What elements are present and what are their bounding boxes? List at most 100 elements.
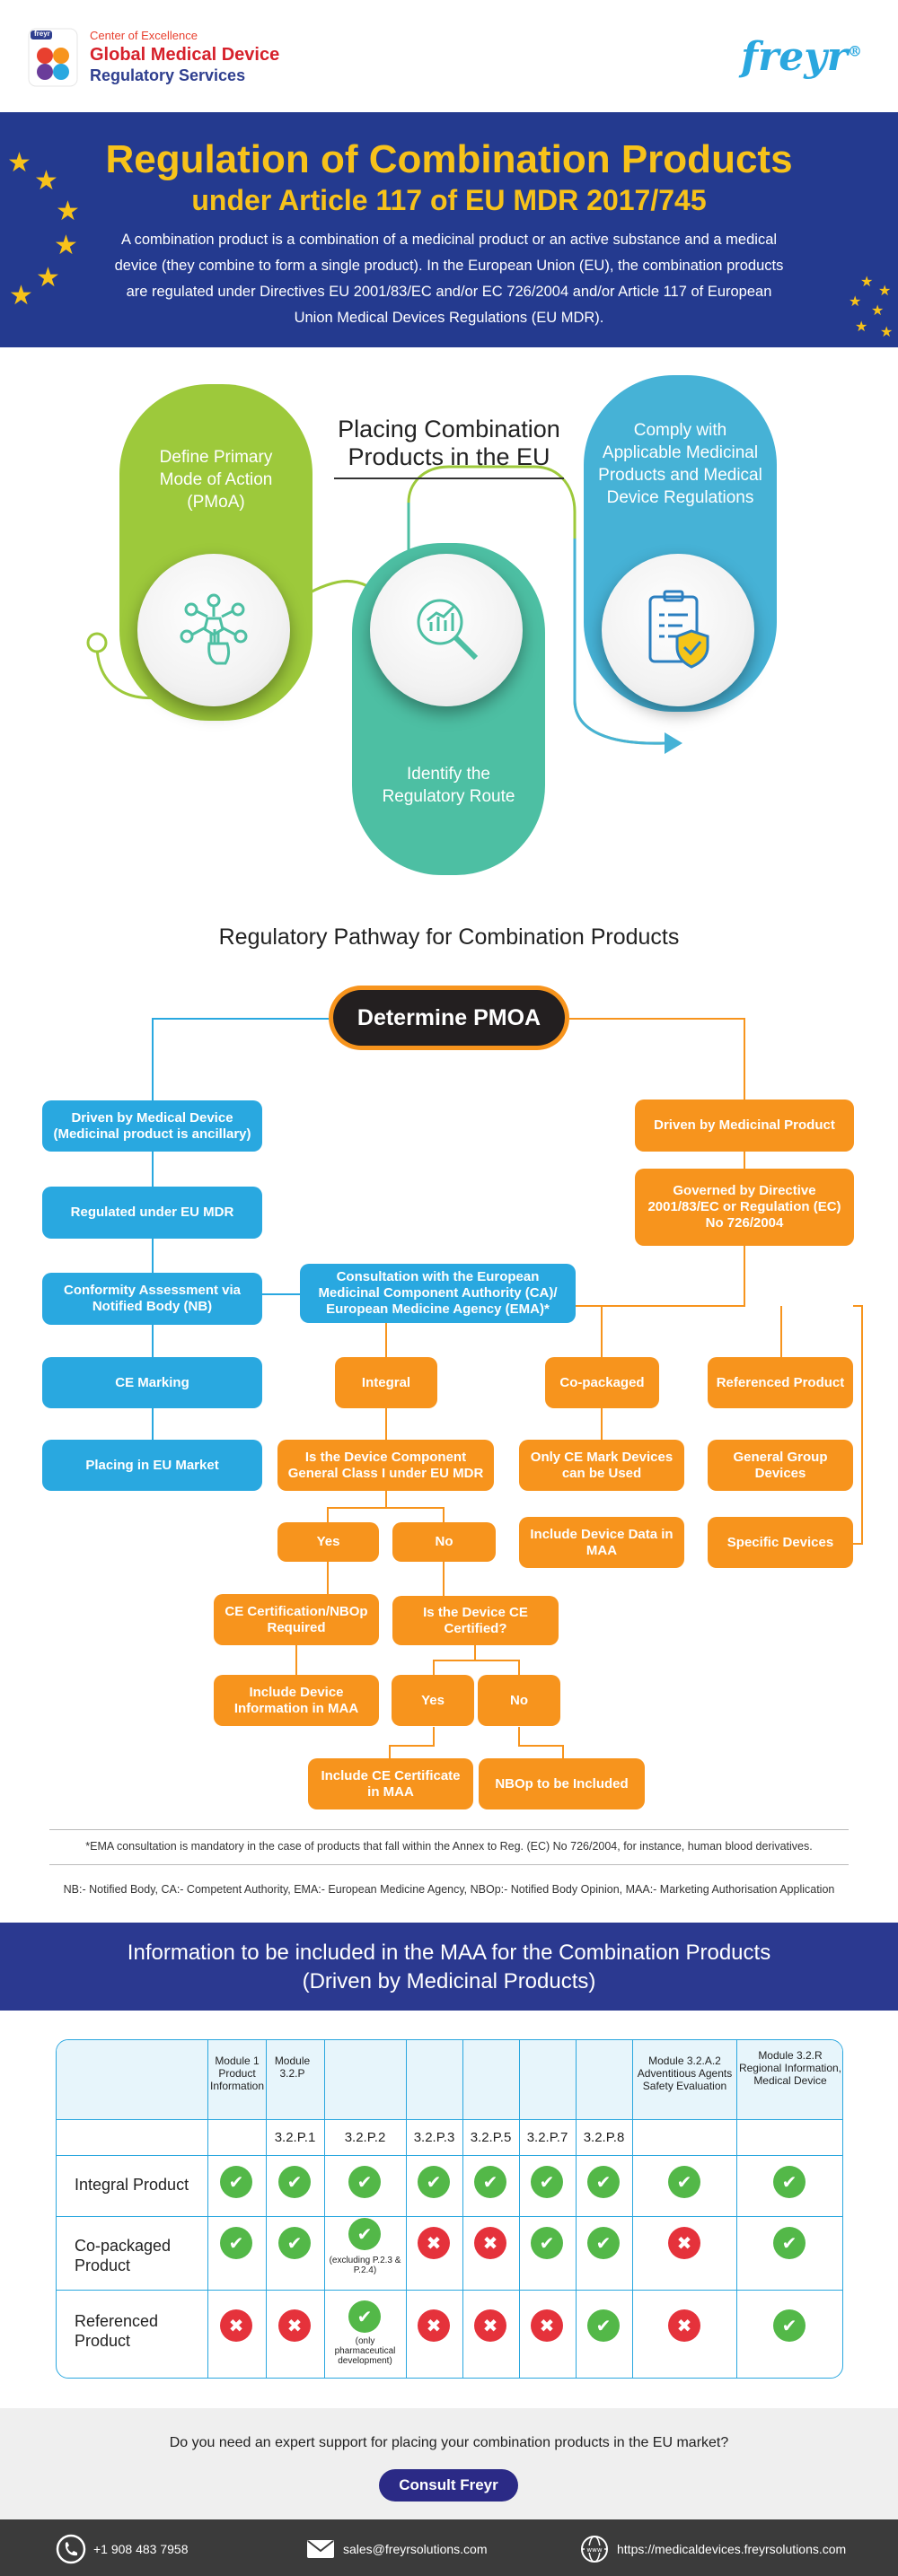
no-box-2: No: [478, 1675, 560, 1726]
check-icon: ✔: [587, 2166, 620, 2198]
check-icon: ✔: [587, 2227, 620, 2259]
eu-star-icon: ★: [36, 263, 60, 293]
gmd-label: Global Medical Device: [90, 45, 280, 65]
check-icon: ✔: [773, 2309, 806, 2342]
ce-certification-box: CE Certification/NBOp Required: [214, 1594, 379, 1645]
include-ce-certificate-box: Include CE Certificate in MAA: [308, 1758, 473, 1809]
coe-logo-badge: [28, 28, 78, 87]
cta-section: Do you need an expert support for placin…: [0, 2408, 898, 2519]
yes-box-2: Yes: [392, 1675, 474, 1726]
ce-certified-question-box: Is the Device CE Certified?: [392, 1596, 559, 1645]
phone-icon: [56, 2534, 86, 2564]
general-group-devices-box: General Group Devices: [708, 1440, 853, 1491]
check-icon: ✔: [531, 2227, 563, 2259]
sub-3-2-p-5: 3.2.P.5: [470, 2130, 512, 2145]
sub-3-2-p-1: 3.2.P.1: [274, 2130, 316, 2145]
eu-star-icon: ★: [855, 320, 868, 335]
header-module-32a2: Module 3.2.A.2 Adventitious Agents Safet…: [637, 2055, 733, 2092]
row-divider: [57, 2119, 842, 2120]
cta-question: Do you need an expert support for placin…: [169, 2435, 729, 2450]
banner-title-line1: Regulation of Combination Products: [105, 137, 793, 181]
email-icon: [305, 2536, 336, 2563]
check-icon: ✔: [418, 2166, 450, 2198]
check-icon: ✔: [348, 2218, 381, 2250]
check-icon: ✔: [278, 2166, 311, 2198]
no-box: No: [392, 1522, 496, 1562]
placing-title-underline: [334, 478, 564, 479]
nbop-included-box: NBOp to be Included: [479, 1758, 645, 1809]
sub-3-2-p-8: 3.2.P.8: [583, 2130, 625, 2145]
column-divider: [736, 2040, 737, 2378]
check-icon: ✔: [668, 2166, 700, 2198]
driven-by-device-box: Driven by Medical Device (Medicinal prod…: [42, 1100, 262, 1152]
check-icon: ✔: [220, 2166, 252, 2198]
cross-icon: ✖: [474, 2309, 506, 2342]
website-contact[interactable]: www https://medicaldevices.freyrsolution…: [579, 2536, 846, 2563]
cross-icon: ✖: [418, 2309, 450, 2342]
hero-banner: ★ ★ ★ ★ ★ ★ ★ ★ ★ ★ ★ ★ Regulation of Co…: [0, 112, 898, 347]
include-device-info-box: Include Device Information in MAA: [214, 1675, 379, 1726]
governed-by-directive-box: Governed by Directive 2001/83/EC or Regu…: [635, 1169, 854, 1246]
determine-pmoa-node: Determine PMOA: [329, 986, 569, 1050]
check-icon: ✔: [348, 2166, 381, 2198]
check-icon: ✔: [278, 2227, 311, 2259]
check-icon: ✔: [587, 2309, 620, 2342]
include-device-data-box: Include Device Data in MAA: [519, 1517, 684, 1568]
maa-table: Module 1 Product Information Module 3.2.…: [56, 2039, 843, 2379]
row-label-integral: Integral Product: [75, 2176, 189, 2194]
eu-star-icon: ★: [7, 148, 31, 178]
divider: [49, 1864, 849, 1865]
check-icon: ✔: [474, 2166, 506, 2198]
check-icon: ✔: [531, 2166, 563, 2198]
column-divider: [324, 2040, 325, 2378]
consultation-box: Consultation with the European Medicinal…: [300, 1264, 576, 1323]
column-divider: [632, 2040, 633, 2378]
pathway-title: Regulatory Pathway for Combination Produ…: [218, 924, 680, 950]
sub-3-2-p-3: 3.2.P.3: [413, 2130, 455, 2145]
eu-star-icon: ★: [54, 231, 78, 260]
sub-3-2-p-2: 3.2.P.2: [344, 2130, 386, 2145]
eu-star-icon: ★: [9, 281, 33, 311]
abbreviations-note: NB:- Notified Body, CA:- Competent Autho…: [63, 1883, 835, 1896]
regulated-mdr-box: Regulated under EU MDR: [42, 1187, 262, 1239]
freyr-logo-text: freyr: [741, 34, 848, 80]
phone-number: +1 908 483 7958: [93, 2542, 189, 2556]
cross-icon: ✖: [278, 2309, 311, 2342]
integral-box: Integral: [335, 1357, 437, 1408]
placing-title: Placing Combination Products in the EU: [338, 416, 560, 470]
cross-icon: ✖: [474, 2227, 506, 2259]
badge-label: freyr: [34, 30, 50, 38]
freyr-logo[interactable]: freyr®: [741, 34, 862, 80]
eu-star-icon: ★: [880, 325, 894, 340]
only-ce-mark-box: Only CE Mark Devices can be Used: [519, 1440, 684, 1491]
route-circle: [370, 554, 523, 706]
cross-icon: ✖: [418, 2227, 450, 2259]
column-divider: [462, 2040, 463, 2378]
maa-title: Information to be included in the MAA fo…: [0, 1939, 898, 1996]
website-url: https://medicaldevices.freyrsolutions.co…: [617, 2542, 847, 2556]
consult-freyr-button[interactable]: Consult Freyr: [379, 2469, 518, 2502]
svg-text:www: www: [586, 2546, 602, 2554]
eu-star-icon: ★: [56, 197, 80, 226]
row-divider: [57, 2155, 842, 2156]
email-contact[interactable]: sales@freyrsolutions.com: [305, 2536, 488, 2563]
ce-marking-box: CE Marking: [42, 1357, 262, 1408]
copackaged-note: (excluding P.2.3 & P.2.4): [329, 2256, 401, 2275]
eu-star-icon: ★: [34, 166, 58, 196]
step-comply-label: Comply with Applicable Medicinal Product…: [598, 421, 762, 507]
copackaged-box: Co-packaged: [545, 1357, 659, 1408]
step-route-label: Identify the Regulatory Route: [382, 765, 515, 806]
maa-table-header: [57, 2040, 842, 2119]
eu-star-icon: ★: [878, 284, 892, 299]
registered-mark: ®: [848, 42, 862, 60]
row-divider: [57, 2290, 842, 2291]
column-divider: [406, 2040, 407, 2378]
cross-icon: ✖: [531, 2309, 563, 2342]
page-header: freyr Center of Excellence Global Medica…: [0, 0, 898, 112]
phone-contact[interactable]: +1 908 483 7958: [56, 2534, 189, 2564]
maa-banner: Information to be included in the MAA fo…: [0, 1923, 898, 2011]
column-divider: [519, 2040, 520, 2378]
ema-footnote: *EMA consultation is mandatory in the ca…: [85, 1840, 813, 1853]
cross-icon: ✖: [668, 2227, 700, 2259]
cross-icon: ✖: [668, 2309, 700, 2342]
